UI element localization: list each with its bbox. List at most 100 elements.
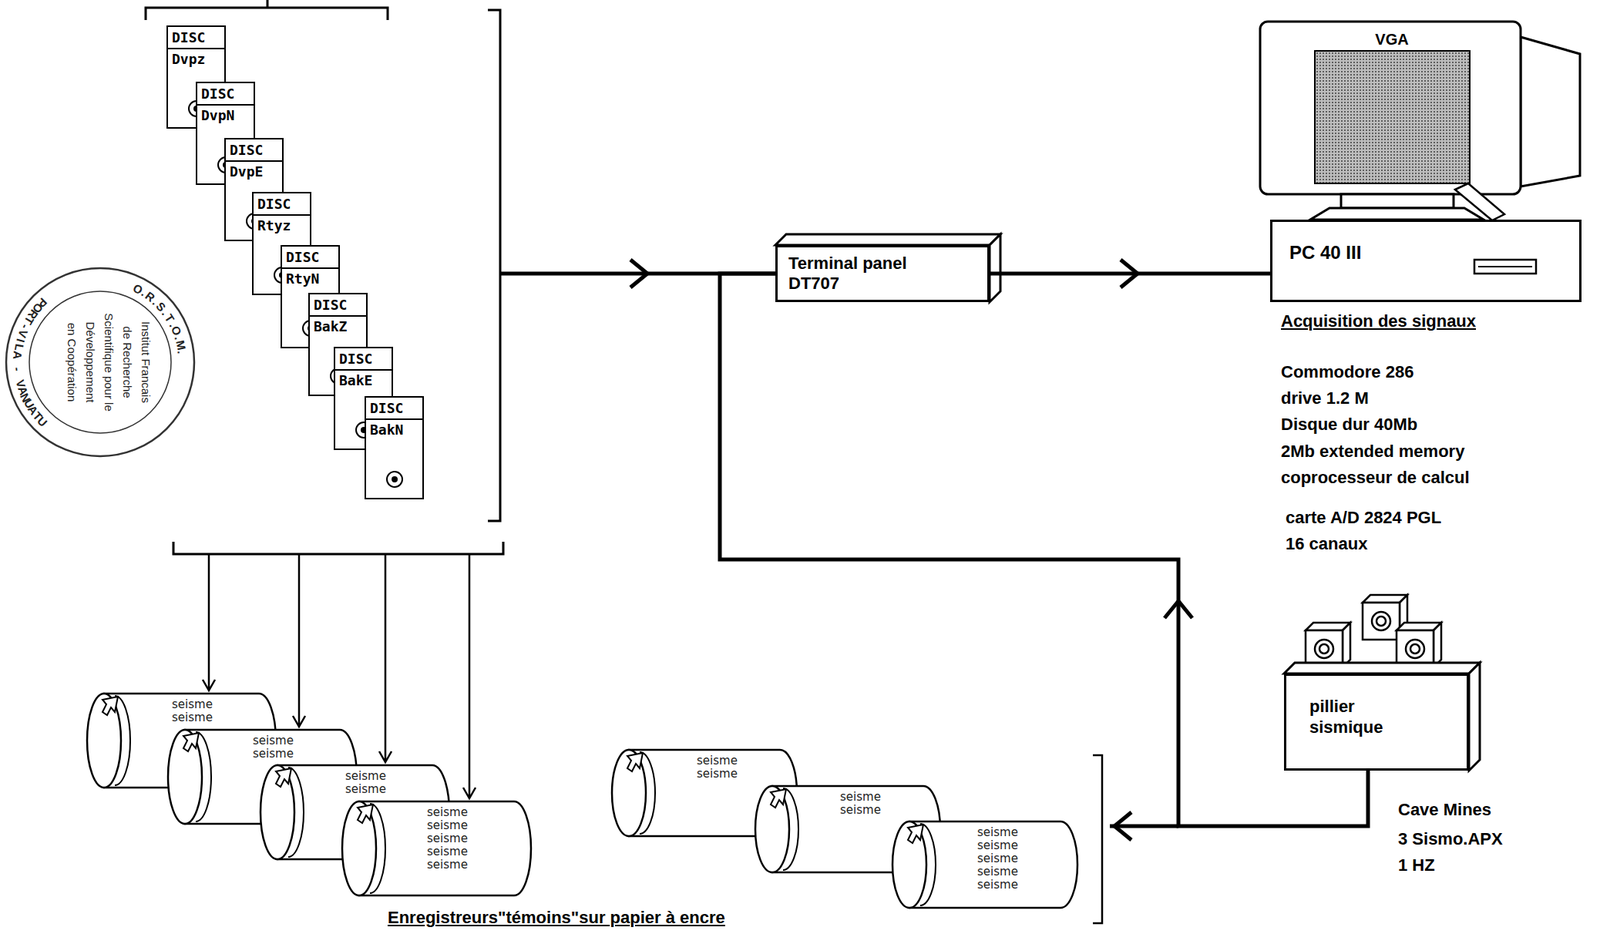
disc-header: DISC: [197, 83, 254, 106]
monitor-foot: [1310, 208, 1484, 220]
spec-line: 16 canaux: [1285, 534, 1368, 555]
drum-text-column: seismeseisme: [345, 769, 387, 797]
box-depth-face: [1284, 662, 1480, 674]
channel-name: BakN: [366, 420, 423, 440]
spec-line: coprocesseur de calcul: [1280, 467, 1470, 488]
drum-text-column: seismeseismeseismeseismeseisme: [977, 826, 1019, 892]
feed-line: [1109, 824, 1179, 829]
cube-dial: [1371, 611, 1391, 631]
site-note: 1 HZ: [1398, 855, 1436, 876]
stamp-letter: A: [10, 349, 25, 360]
drum-end: [342, 801, 377, 896]
connector-line: [719, 273, 1369, 827]
down-arrow: [379, 554, 392, 763]
down-arrow: [463, 554, 476, 799]
cube-dial: [1405, 639, 1425, 659]
channel-name: DvpE: [225, 161, 283, 182]
drum-text-column: seismeseisme: [252, 734, 294, 761]
site-note: Cave Mines: [1398, 800, 1492, 821]
drum-curl-arrow: [275, 768, 292, 787]
signal-connector: [719, 273, 1369, 827]
disc-header: DISC: [282, 246, 339, 269]
trace-text: seisme: [252, 734, 294, 748]
spec-line: Disque dur 40Mb: [1280, 414, 1418, 435]
seismic-pillar-box: pillier sismique: [1284, 673, 1469, 771]
recorder-caption: Enregistreurs"témoins"sur papier à encre: [387, 907, 726, 928]
connector-line: [989, 272, 1271, 276]
stamp-letter: [11, 360, 25, 364]
box-depth-faces: [775, 234, 1480, 771]
trace-text: seisme: [977, 839, 1019, 853]
disc-header: DISC: [335, 348, 392, 371]
stamp: [6, 268, 195, 457]
drum-end: [168, 729, 202, 824]
screen-label: VGA: [1374, 30, 1409, 49]
drum-text-column: seismeseisme: [696, 754, 738, 781]
drum-ring: [114, 695, 131, 786]
stamp-inner-ring: [29, 291, 172, 434]
cable-plug: [1455, 183, 1505, 221]
drum-text-column: seismeseisme: [840, 790, 881, 817]
drum-body: [909, 821, 1078, 908]
stamp-text: Scientifique pour le: [102, 312, 116, 412]
site-note: 3 Sismo.APX: [1398, 829, 1503, 850]
drive-slot: [1474, 259, 1537, 274]
drum-curl-arrow: [770, 789, 787, 808]
channel-name: Dvpz: [168, 49, 225, 69]
signal-connector: [989, 259, 1271, 288]
drum-end: [611, 749, 646, 837]
channel-name: DvpN: [197, 105, 254, 125]
disc-header: DISC: [253, 193, 310, 216]
trace-text: seisme: [977, 865, 1019, 879]
disc-header: DISC: [225, 139, 283, 162]
disc-header: DISC: [168, 26, 225, 50]
drum-end: [755, 786, 790, 873]
drum-curl-arrow: [183, 732, 199, 752]
down-arrow: [292, 554, 306, 727]
drum-end: [260, 765, 295, 860]
disc-header: DISC: [309, 294, 367, 317]
drum-ring: [783, 788, 799, 871]
recorder-drum: seismeseismeseismeseismeseisme: [342, 801, 532, 896]
cube-dial-inner: [1376, 616, 1386, 626]
stamp-letter: M: [173, 339, 189, 352]
hole-ring: [386, 471, 403, 488]
trace-text: seisme: [696, 767, 738, 781]
drum-curl-arrow: [357, 804, 374, 824]
spec-line: 2Mb extended memory: [1280, 441, 1465, 462]
trace-text: seisme: [171, 698, 213, 712]
hole-dot: [391, 476, 398, 483]
spec-line: carte A/D 2824 PGL: [1285, 507, 1442, 528]
down-arrow: [202, 554, 216, 691]
channel-name: BakE: [335, 370, 392, 390]
drum-curl-arrow: [627, 752, 643, 772]
box-depth-face: [775, 234, 1001, 246]
monitor-case: [1260, 21, 1521, 195]
drum-ring: [369, 803, 386, 894]
cube-dial-inner: [1319, 644, 1329, 654]
stamp-text: de Recherche: [121, 326, 135, 398]
seismometer: [1305, 622, 1351, 668]
cube-side: [1342, 622, 1351, 668]
terminal-panel-box: Terminal panel DT707: [775, 245, 990, 303]
chevron-head: [1164, 601, 1193, 619]
drum-text-column: seismeseismeseismeseismeseisme: [426, 806, 468, 872]
monitor-screen: [1314, 50, 1470, 184]
cube-front: [1362, 602, 1400, 640]
section-heading: Acquisition des signaux: [1280, 311, 1476, 332]
box-label: Terminal panel DT707: [788, 253, 935, 294]
trace-text: seisme: [426, 858, 468, 872]
seismometer: [1396, 622, 1442, 668]
drum-ring: [195, 732, 212, 822]
drum-text-column: seismeseisme: [171, 698, 213, 725]
chevron: [630, 259, 648, 288]
recorder-bracket: [1092, 755, 1103, 924]
cube-dial: [1314, 639, 1334, 659]
trace-text: seisme: [426, 845, 468, 859]
stamp-outer-ring: [6, 268, 195, 457]
top-bracket: [145, 0, 388, 21]
trace-text: seisme: [977, 826, 1019, 840]
box-depth-face: [1468, 662, 1480, 771]
trace-text: seisme: [840, 790, 881, 804]
drum-ring: [288, 767, 304, 858]
